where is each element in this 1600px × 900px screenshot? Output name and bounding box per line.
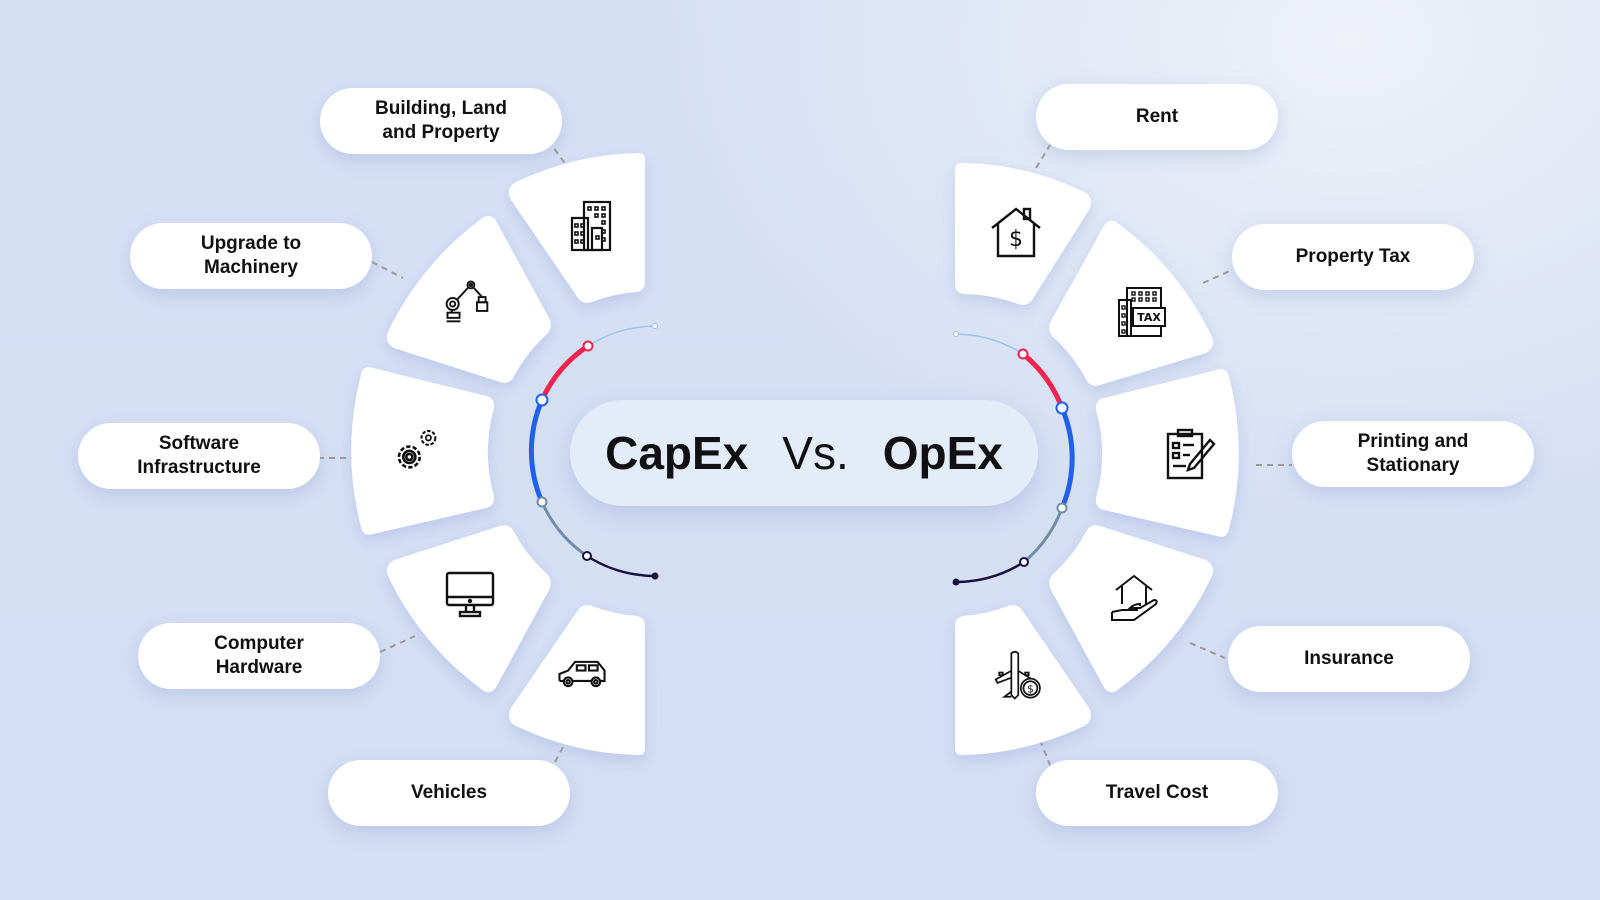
segment-travel[interactable] [955, 605, 1092, 756]
segment-machinery[interactable] [386, 215, 551, 383]
capex-label-hardware: Computer Hardware [138, 623, 380, 689]
capex-segments [351, 152, 645, 756]
plane-coin-icon: $ [994, 650, 1041, 700]
robotic-arm-icon [445, 280, 489, 323]
connector-lines [318, 139, 1292, 766]
opex-label-travel: Travel Cost [1036, 760, 1278, 826]
segment-building[interactable] [508, 152, 645, 303]
segment-rent[interactable] [955, 162, 1092, 305]
clipboard-pen-icon [1166, 428, 1216, 480]
desktop-computer-icon [445, 571, 495, 618]
capex-label-building: Building, Land and Property [320, 88, 562, 154]
svg-text:$: $ [1009, 227, 1023, 252]
capex-label-vehicles: Vehicles [328, 760, 570, 826]
capex-label-machinery: Upgrade to Machinery [130, 223, 372, 289]
capex-progress-arc [528, 323, 659, 580]
capex-label-software: Software Infrastructure [78, 423, 320, 489]
opex-label-rent: Rent [1036, 84, 1278, 150]
opex-progress-arc [952, 331, 1075, 586]
title-capex: CapEx [605, 427, 749, 479]
building-tax-icon: TAX [1118, 287, 1166, 337]
hand-house-icon [1111, 574, 1158, 621]
title-vs: Vs. [782, 427, 849, 479]
opex-label-insurance: Insurance [1228, 626, 1470, 692]
svg-text:TAX: TAX [1137, 311, 1161, 324]
segment-software[interactable] [351, 367, 495, 535]
opex-label-printing: Printing and Stationary [1292, 421, 1534, 487]
title-pill: CapEx Vs. OpEx [570, 400, 1038, 506]
car-icon [558, 660, 606, 688]
segment-hardware[interactable] [386, 525, 551, 693]
office-building-icon [570, 200, 612, 252]
svg-text:$: $ [1027, 683, 1034, 695]
opex-label-property-tax: Property Tax [1232, 224, 1474, 290]
gears-icon [397, 429, 437, 469]
title-opex: OpEx [882, 427, 1003, 479]
house-dollar-icon: $ [991, 207, 1041, 258]
